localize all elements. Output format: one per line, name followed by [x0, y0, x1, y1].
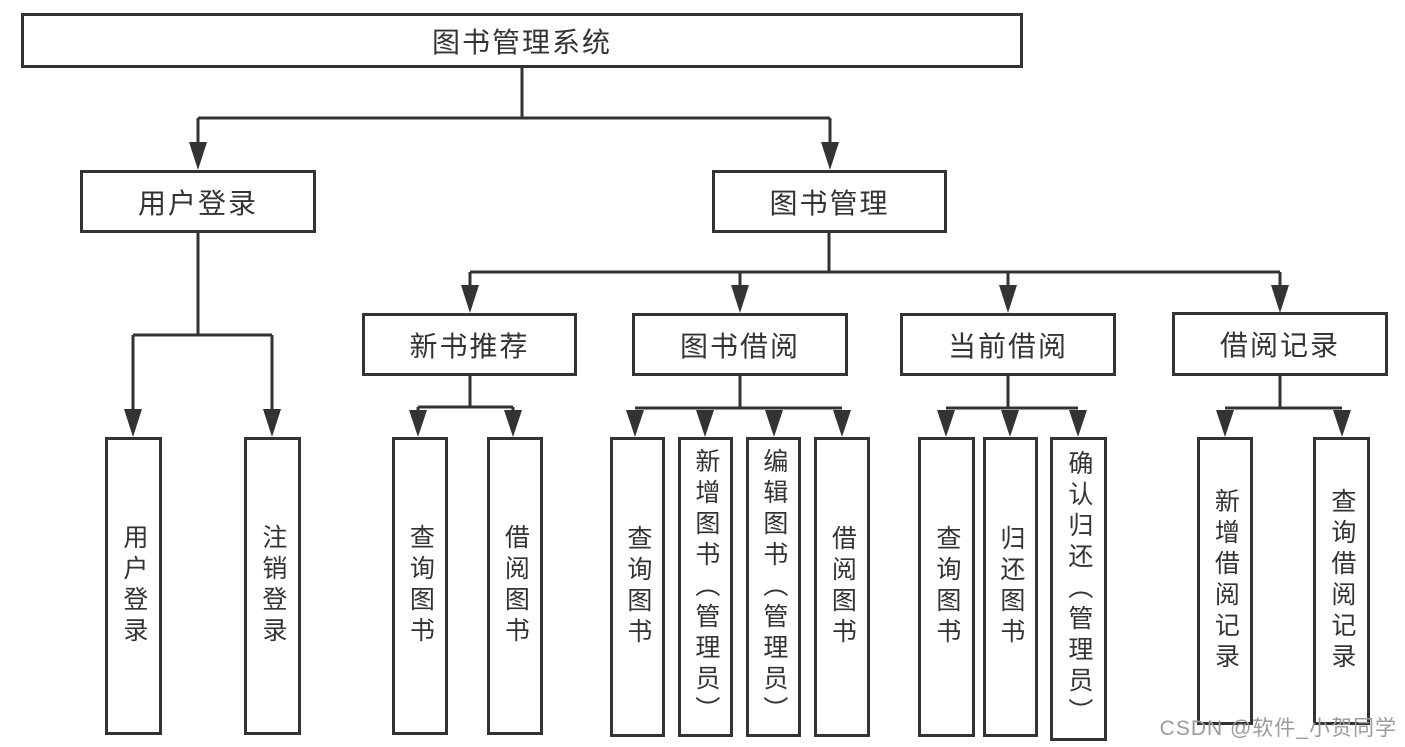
level1-node-book-management: 图书管理	[712, 170, 947, 233]
arrowhead-down-icon	[1333, 410, 1351, 437]
connector-borrow-record-to-leaves	[1216, 376, 1351, 437]
leaf-node-borrow-books: 借阅图书	[814, 437, 870, 737]
level1-node-label: 图书管理	[769, 187, 890, 219]
arrowhead-down-icon	[999, 285, 1017, 313]
leaf-node-label: 查询图书	[932, 525, 961, 649]
arrowhead-down-icon	[626, 410, 644, 437]
leaf-node-query-books: 查询图书	[918, 437, 975, 737]
level1-node-user-login: 用户登录	[80, 170, 316, 233]
leaf-node-add-borrow-record: 新增借阅记录	[1197, 437, 1253, 725]
arrowhead-down-icon	[1069, 410, 1087, 437]
root-node-library-system: 图书管理系统	[21, 13, 1023, 68]
root-node-label: 图书管理系统	[431, 26, 612, 58]
leaf-node-edit-books-admin: 编辑图书（管理员）	[746, 437, 801, 737]
arrowhead-down-icon	[821, 142, 839, 170]
level1-node-label: 用户登录	[137, 187, 258, 219]
leaf-node-label: 归还图书	[996, 525, 1025, 649]
connector-new-book-recommend-to-leaves	[409, 376, 522, 437]
leaf-node-label: 确认归还（管理员）	[1064, 449, 1093, 729]
arrowhead-down-icon	[833, 410, 851, 437]
leaf-node-label: 借阅图书	[828, 525, 857, 649]
arrowhead-down-icon	[937, 410, 955, 437]
connector-current-borrow-to-leaves	[937, 376, 1087, 437]
leaf-node-label: 注销登录	[258, 524, 287, 648]
arrowhead-down-icon	[409, 410, 427, 437]
watermark-text: CSDN @软件_小贺同学	[1159, 717, 1397, 740]
level2-node-label: 借阅记录	[1219, 330, 1340, 361]
level2-node-book-borrow: 图书借阅	[632, 313, 848, 376]
leaf-node-label: 用户登录	[119, 524, 148, 648]
leaf-node-return-books: 归还图书	[983, 437, 1038, 737]
leaf-node-query-books: 查询图书	[610, 437, 665, 737]
connector-book-borrow-to-leaves	[626, 376, 851, 437]
level2-node-new-book-recommend: 新书推荐	[362, 313, 577, 376]
leaf-node-label: 借阅图书	[501, 524, 530, 648]
arrowhead-down-icon	[1001, 410, 1019, 437]
arrowhead-down-icon	[504, 410, 522, 437]
arrowhead-down-icon	[731, 285, 749, 313]
arrowhead-down-icon	[1271, 285, 1289, 313]
arrowhead-down-icon	[263, 409, 281, 437]
level2-node-label: 当前借阅	[947, 330, 1068, 362]
leaf-node-query-borrow-record: 查询借阅记录	[1313, 437, 1370, 725]
leaf-node-label: 查询借阅记录	[1327, 488, 1356, 674]
leaf-node-label: 编辑图书（管理员）	[759, 447, 788, 727]
arrowhead-down-icon	[696, 410, 714, 437]
leaf-node-label: 新增借阅记录	[1211, 488, 1240, 674]
arrowhead-down-icon	[461, 285, 479, 313]
connector-root-to-level1	[189, 68, 839, 170]
level2-node-label: 新书推荐	[409, 330, 530, 362]
level2-node-borrow-record: 借阅记录	[1172, 312, 1388, 376]
connector-book-management-to-level2	[461, 233, 1289, 313]
leaf-node-borrow-books: 借阅图书	[487, 437, 543, 735]
leaf-node-logout: 注销登录	[244, 437, 301, 735]
connector-user-login-to-leaves	[124, 233, 281, 437]
leaf-node-label: 查询图书	[623, 525, 652, 649]
leaf-node-user-login: 用户登录	[105, 437, 162, 735]
level2-node-label: 图书借阅	[679, 330, 800, 362]
leaf-node-confirm-return-admin: 确认归还（管理员）	[1050, 437, 1107, 741]
leaf-node-query-books: 查询图书	[392, 437, 448, 735]
arrowhead-down-icon	[189, 142, 207, 170]
arrowhead-down-icon	[765, 410, 783, 437]
leaf-node-add-books-admin: 新增图书（管理员）	[678, 437, 733, 737]
leaf-node-label: 查询图书	[406, 524, 435, 648]
arrowhead-down-icon	[124, 409, 142, 437]
level2-node-current-borrow: 当前借阅	[900, 313, 1116, 376]
leaf-node-label: 新增图书（管理员）	[691, 447, 720, 727]
arrowhead-down-icon	[1216, 410, 1234, 437]
